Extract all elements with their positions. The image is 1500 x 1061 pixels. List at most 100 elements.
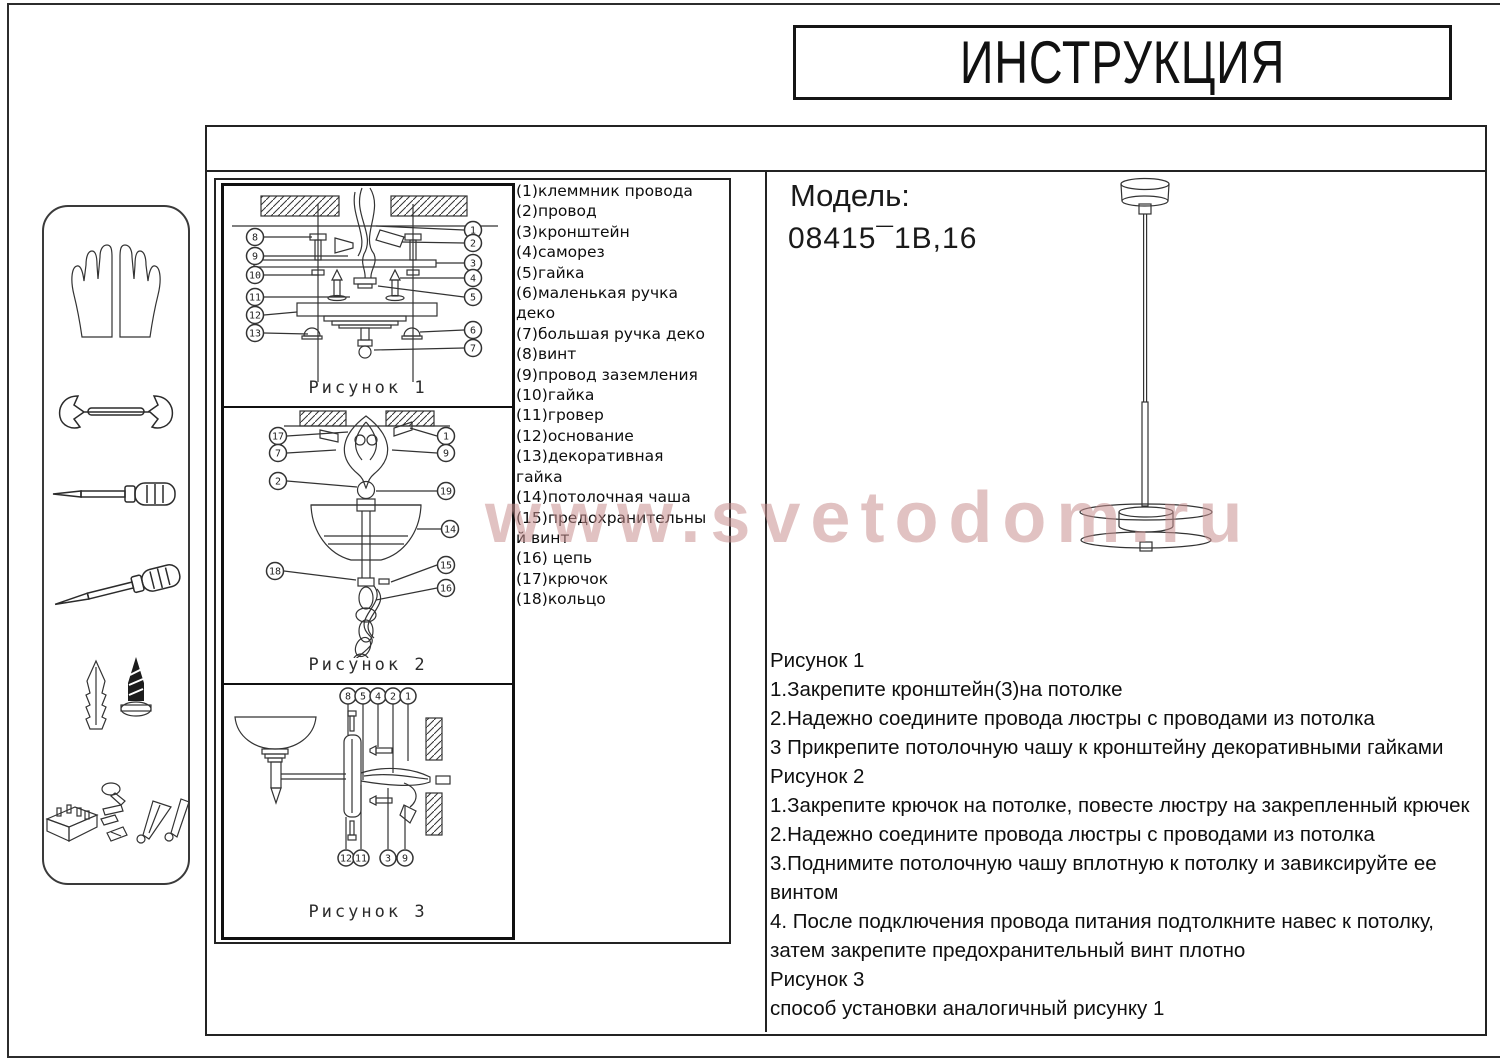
awl-screwdriver-icon bbox=[54, 564, 181, 606]
figure3-panel: 8 5 4 2 1 12 11 3 9 Рисунок 3 bbox=[224, 685, 512, 930]
svg-text:8: 8 bbox=[252, 233, 258, 244]
wires bbox=[353, 187, 376, 279]
part-item: (11)гровер bbox=[516, 406, 604, 425]
part-item: (10)гайка bbox=[516, 386, 595, 405]
instruction-line: Рисунок 1 bbox=[770, 649, 865, 672]
svg-text:11: 11 bbox=[355, 854, 367, 865]
leader-lines bbox=[263, 225, 465, 351]
bracket-and-wires bbox=[360, 767, 431, 824]
leader-lines bbox=[283, 427, 441, 601]
part-item: (5)гайка bbox=[516, 263, 585, 282]
svg-text:3: 3 bbox=[470, 259, 476, 270]
instruction-line: винтом bbox=[770, 881, 839, 904]
part-item: (3)кронштейн bbox=[516, 222, 630, 241]
svg-text:5: 5 bbox=[360, 692, 366, 703]
instruction-line: 3.Поднимите потолочную чашу вплотную к п… bbox=[770, 852, 1437, 875]
vertical-divider bbox=[765, 172, 767, 1032]
figure1-panel: 8 9 10 11 12 13 1 2 3 4 5 6 7 bbox=[224, 186, 512, 408]
diagrams-frame: 8 9 10 11 12 13 1 2 3 4 5 6 7 bbox=[221, 183, 515, 940]
instruction-line: 2.Надежно соедините провода люстры с про… bbox=[770, 823, 1375, 846]
hook-ornament bbox=[319, 415, 413, 490]
part-item: (4)саморез bbox=[516, 243, 605, 262]
sconce-lamp bbox=[234, 710, 393, 841]
watermark: www.svetodom.ru bbox=[485, 478, 1253, 558]
part-item: (12)основание bbox=[516, 426, 634, 445]
part-item: (15)предохранительный винт bbox=[516, 508, 707, 547]
svg-text:12: 12 bbox=[249, 311, 261, 322]
part-item: (2)провод bbox=[516, 202, 597, 221]
part-item: (13)декоративная гайка bbox=[516, 447, 664, 486]
svg-text:1: 1 bbox=[443, 432, 449, 443]
svg-text:8: 8 bbox=[345, 692, 351, 703]
svg-text:7: 7 bbox=[470, 344, 476, 355]
figure1-label: Рисунок 1 bbox=[308, 378, 428, 398]
wrench-icon bbox=[58, 395, 174, 429]
leader-lines bbox=[345, 704, 409, 849]
svg-text:3: 3 bbox=[385, 854, 391, 865]
instruction-line: способ установки аналогичный рисунку 1 bbox=[770, 997, 1165, 1020]
svg-text:12: 12 bbox=[340, 854, 352, 865]
instructions-block: Рисунок 1 1.Закрепите кронштейн(3)на пот… bbox=[770, 646, 1482, 1023]
figure2-panel: 17 7 2 18 1 9 19 14 15 16 Рисунок 2 bbox=[224, 408, 512, 685]
tools-sidebar bbox=[42, 205, 190, 885]
figure3-diagram: 8 5 4 2 1 12 11 3 9 bbox=[234, 687, 451, 867]
instruction-line: Рисунок 3 bbox=[770, 968, 865, 991]
svg-text:19: 19 bbox=[440, 487, 452, 498]
instruction-line: 1.Закрепите кронштейн(3)на потолке bbox=[770, 678, 1123, 701]
svg-text:2: 2 bbox=[390, 692, 396, 703]
svg-text:11: 11 bbox=[249, 293, 261, 304]
instruction-line: 3 Прикрепите потолочную чашу к кронштейн… bbox=[770, 736, 1444, 759]
figure3-label: Рисунок 3 bbox=[308, 902, 428, 922]
model-label: Модель: bbox=[790, 178, 910, 213]
base-assembly bbox=[296, 302, 438, 359]
svg-text:2: 2 bbox=[275, 477, 281, 488]
callouts: 17 7 2 18 1 9 19 14 15 16 bbox=[265, 426, 460, 598]
svg-text:13: 13 bbox=[249, 329, 261, 340]
svg-text:7: 7 bbox=[275, 449, 281, 460]
part-item: (18)кольцо bbox=[516, 590, 606, 609]
callouts: 8 9 10 11 12 13 1 2 3 4 5 6 7 bbox=[245, 220, 483, 358]
svg-text:18: 18 bbox=[269, 567, 281, 578]
svg-text:1: 1 bbox=[470, 226, 476, 237]
part-item: (8)винт bbox=[516, 345, 577, 364]
instruction-line: 1.Закрепите крючок на потолке, повесте л… bbox=[770, 794, 1470, 817]
svg-text:17: 17 bbox=[272, 432, 284, 443]
part-item: (16) цепь bbox=[516, 549, 593, 568]
page-border bbox=[7, 3, 1500, 1058]
svg-text:4: 4 bbox=[375, 692, 381, 703]
model-value: 08415¯1B,16 bbox=[788, 222, 978, 255]
wall-hatch bbox=[425, 717, 451, 836]
figure2-diagram: 17 7 2 18 1 9 19 14 15 16 bbox=[265, 410, 460, 658]
svg-text:4: 4 bbox=[470, 274, 476, 285]
part-item: (17)крючок bbox=[516, 569, 609, 588]
screwdriver-icon bbox=[52, 482, 176, 506]
svg-text:9: 9 bbox=[443, 449, 449, 460]
instruction-line: 4. После подключения провода питания под… bbox=[770, 910, 1434, 933]
svg-text:5: 5 bbox=[470, 293, 476, 304]
chain-and-wire bbox=[353, 585, 382, 658]
svg-text:10: 10 bbox=[249, 271, 261, 282]
svg-text:1: 1 bbox=[405, 692, 411, 703]
title-box: ИНСТРУКЦИЯ bbox=[793, 25, 1452, 100]
svg-text:2: 2 bbox=[470, 239, 476, 250]
wall-plug-and-screw-icon bbox=[85, 657, 152, 730]
part-item: (7)большая ручка деко bbox=[516, 324, 706, 343]
ceiling-hatch bbox=[232, 195, 498, 382]
svg-text:15: 15 bbox=[440, 561, 452, 572]
svg-text:9: 9 bbox=[252, 252, 258, 263]
instruction-line: Рисунок 2 bbox=[770, 765, 865, 788]
svg-text:16: 16 bbox=[440, 584, 452, 595]
callouts: 8 5 4 2 1 12 11 3 9 bbox=[337, 687, 417, 867]
part-item: (1)клеммник провода bbox=[516, 182, 693, 200]
part-item: (9)провод заземления bbox=[516, 365, 698, 384]
svg-text:9: 9 bbox=[402, 854, 408, 865]
gloves-icon bbox=[71, 244, 161, 338]
ceiling-hatch bbox=[284, 410, 450, 427]
svg-text:6: 6 bbox=[470, 326, 476, 337]
diagram-and-parts-frame: 8 9 10 11 12 13 1 2 3 4 5 6 7 bbox=[214, 178, 731, 944]
part-item: (14)потолочная чаша bbox=[516, 488, 691, 507]
figure2-label: Рисунок 2 bbox=[308, 655, 428, 675]
instruction-line: затем закрепите предохранительный винт п… bbox=[770, 939, 1246, 962]
cup-and-stem bbox=[310, 480, 422, 587]
parts-list: (1)клеммник провода (2)провод (3)кронште… bbox=[516, 181, 714, 610]
